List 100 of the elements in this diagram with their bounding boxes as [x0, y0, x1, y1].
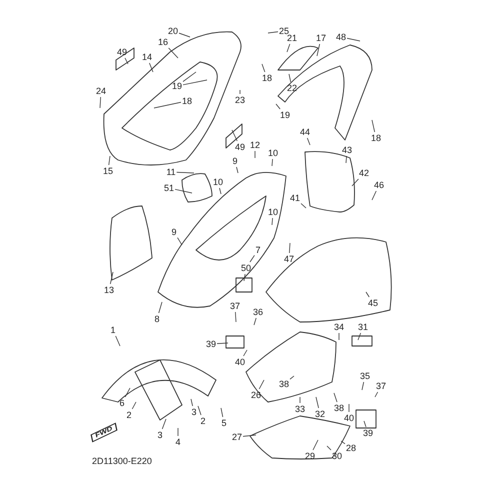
- callout-number: 38: [334, 403, 344, 413]
- callout-number: 48: [336, 32, 346, 42]
- callout-number: 4: [176, 437, 180, 447]
- callout-number: 28: [346, 443, 356, 453]
- leader-line: [243, 350, 248, 356]
- leader-line: [288, 74, 292, 82]
- leader-line: [216, 342, 228, 344]
- callout-number: 18: [371, 133, 381, 143]
- callout-number: 3: [158, 430, 162, 440]
- leader-line: [124, 388, 130, 398]
- callout-number: 9: [232, 156, 238, 166]
- leader-line: [272, 218, 273, 226]
- callout-number: 50: [241, 263, 251, 273]
- callout-number: 44: [300, 127, 310, 137]
- callout-number: 46: [374, 180, 384, 190]
- callout-number: 43: [342, 145, 352, 155]
- callout-number: 2: [126, 410, 132, 420]
- leader-line: [276, 104, 280, 110]
- leader-line: [289, 242, 290, 254]
- leader-line: [100, 96, 101, 108]
- callout-number: 19: [280, 110, 290, 120]
- leader-line: [236, 166, 238, 174]
- leader-line: [110, 272, 114, 284]
- callout-number: 37: [376, 381, 386, 391]
- leader-line: [348, 404, 350, 412]
- callout-number: 12: [250, 140, 260, 150]
- callout-number: 1: [110, 325, 116, 335]
- callout-number: 14: [142, 52, 152, 62]
- leader-line: [338, 332, 340, 340]
- leader-line: [346, 156, 347, 164]
- callout-number: 34: [334, 322, 344, 332]
- leader-line: [268, 31, 278, 34]
- callout-number: 38: [279, 379, 289, 389]
- callout-number: 15: [103, 166, 113, 176]
- callout-number: 29: [305, 451, 315, 461]
- leader-line: [190, 398, 193, 406]
- callout-number: 11: [166, 167, 176, 177]
- leader-line: [254, 150, 256, 158]
- leader-line: [316, 44, 320, 56]
- leader-line: [235, 312, 236, 322]
- callout-number: 2: [200, 416, 206, 426]
- callout-number: 9: [172, 227, 176, 237]
- callout-number: 40: [235, 357, 245, 367]
- leader-line: [286, 44, 290, 52]
- callout-number: 39: [363, 428, 373, 438]
- callout-number: 47: [284, 254, 294, 264]
- leader-line: [154, 102, 182, 108]
- leader-line: [108, 156, 110, 166]
- callout-number: 37: [230, 301, 240, 311]
- leader-line: [254, 318, 256, 326]
- callout-number: 21: [287, 33, 297, 43]
- callout-number: 17: [316, 33, 326, 43]
- callout-number: 22: [287, 83, 297, 93]
- leader-line: [162, 418, 166, 430]
- callout-number: 35: [360, 371, 370, 381]
- leader-line: [306, 138, 310, 146]
- leader-line: [158, 302, 162, 314]
- leader-line: [198, 406, 202, 416]
- leader-line: [115, 336, 120, 346]
- leader-line: [312, 440, 318, 450]
- callout-number: 42: [359, 168, 369, 178]
- callout-number: 6: [120, 398, 124, 408]
- callout-number: 40: [344, 413, 354, 423]
- leader-line: [244, 274, 246, 282]
- callout-number: 45: [368, 298, 378, 308]
- leader-line: [242, 434, 256, 437]
- callout-number: 8: [154, 314, 160, 324]
- callout-number: 36: [253, 307, 263, 317]
- callout-number: 10: [268, 207, 278, 217]
- leader-line: [232, 130, 238, 142]
- callout-number: 18: [262, 73, 272, 83]
- callout-number: 16: [158, 37, 168, 47]
- leader-line: [149, 62, 154, 72]
- leader-line: [262, 64, 266, 72]
- leader-line: [124, 58, 128, 64]
- callout-number: 30: [332, 451, 342, 461]
- leader-line: [372, 190, 377, 200]
- leader-line: [174, 188, 192, 194]
- leader-line: [219, 188, 222, 194]
- leader-line: [182, 72, 196, 82]
- callout-number: 10: [213, 177, 223, 187]
- leader-line: [182, 80, 208, 86]
- callout-number: 51: [164, 183, 174, 193]
- callout-number: 27: [232, 432, 242, 442]
- callout-number: 49: [235, 142, 245, 152]
- callout-number: 18: [182, 96, 192, 106]
- callout-number: 10: [268, 148, 278, 158]
- callout-number: 49: [117, 47, 127, 57]
- leader-line: [258, 380, 264, 390]
- leader-line: [372, 120, 376, 132]
- callout-number: 33: [295, 404, 305, 414]
- callout-number: 23: [235, 95, 245, 105]
- callout-number: 24: [96, 86, 106, 96]
- leader-line: [290, 376, 294, 380]
- leader-line: [362, 382, 364, 390]
- leader-line: [346, 38, 360, 42]
- leader-line: [168, 48, 178, 58]
- leader-line: [358, 332, 362, 340]
- callout-number: 39: [206, 339, 216, 349]
- callout-number: 31: [358, 322, 368, 332]
